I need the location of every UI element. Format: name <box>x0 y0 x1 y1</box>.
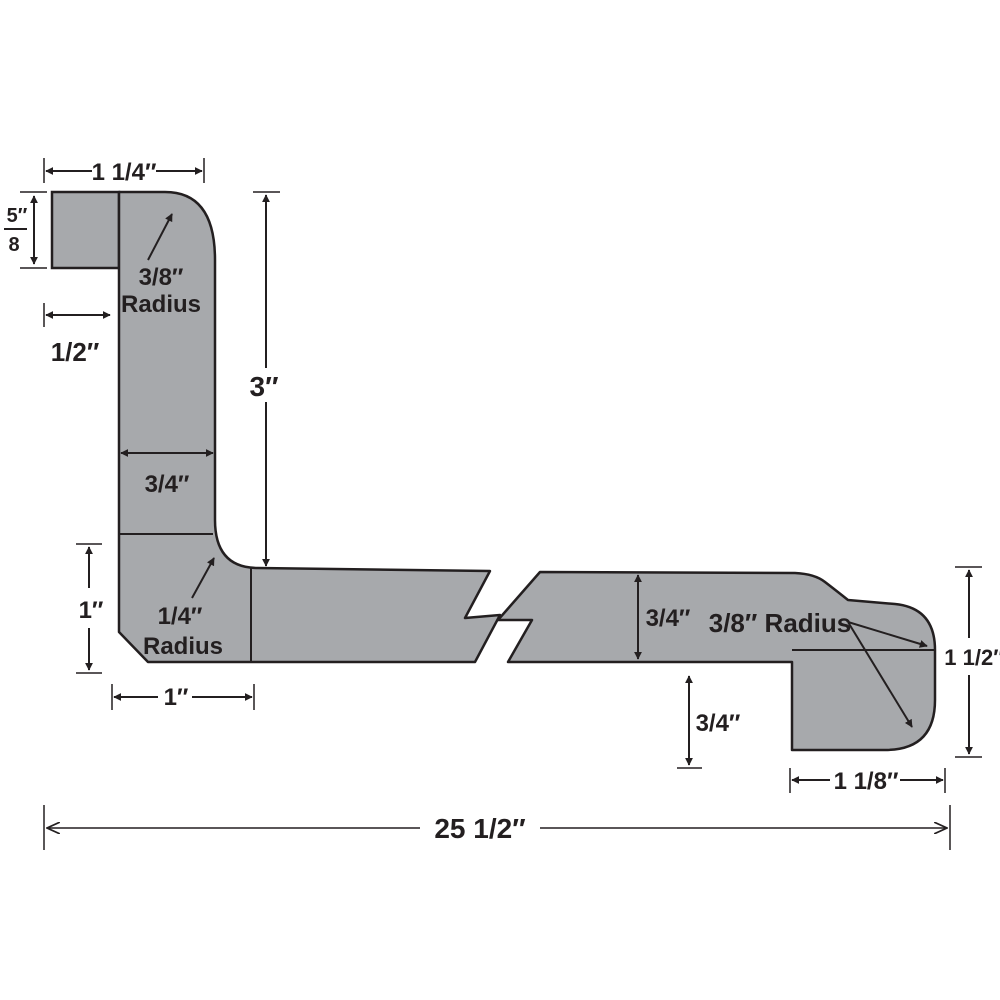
dim-end-height: 1 1/2″ <box>944 566 1000 758</box>
dim-tab-offset: 1/2″ <box>43 303 111 367</box>
dim-end-width: 1 1/8″ <box>789 768 946 795</box>
label-foot-height: 1″ <box>79 597 104 624</box>
label-tab-offset: 1/2″ <box>51 337 100 367</box>
label-leg-width: 3/4″ <box>145 471 190 498</box>
part-profile <box>50 190 937 752</box>
vertical-leg <box>117 190 502 664</box>
label-inner-radius-word: Radius <box>143 633 223 660</box>
label-end-radius: 3/8″ Radius <box>709 608 852 638</box>
dim-leg-height: 3″ <box>250 191 280 567</box>
callout-inner-radius: 1/4″ Radius <box>143 557 223 660</box>
dim-shelf-thickness: 3/4″ <box>634 574 691 660</box>
label-tab-height-numerator: 5″ <box>7 205 28 227</box>
callout-end-radius: 3/8″ Radius <box>709 608 928 728</box>
label-foot-width: 1″ <box>164 684 189 711</box>
label-total-length: 25 1/2″ <box>434 813 525 844</box>
dim-end-offset: 3/4″ <box>677 675 741 769</box>
top-tab <box>50 190 121 270</box>
label-tab-height-denominator: 8 <box>8 234 19 256</box>
dim-foot-height: 1″ <box>76 543 104 674</box>
dim-leg-width: 3/4″ <box>120 449 214 498</box>
label-top-width: 1 1/4″ <box>92 159 157 186</box>
label-end-offset: 3/4″ <box>696 710 741 737</box>
dim-foot-width: 1″ <box>111 684 255 711</box>
label-top-radius-value: 3/8″ <box>139 264 184 291</box>
dim-tab-height: 5″ 8 <box>4 191 47 269</box>
dim-top-width: 1 1/4″ <box>43 158 205 186</box>
label-leg-height: 3″ <box>250 371 279 402</box>
label-top-radius-word: Radius <box>121 291 201 318</box>
label-shelf-thickness: 3/4″ <box>646 605 691 632</box>
label-end-width: 1 1/8″ <box>834 768 899 795</box>
label-end-height: 1 1/2″ <box>944 645 1000 670</box>
dim-total-length: 25 1/2″ <box>43 805 951 850</box>
label-inner-radius-value: 1/4″ <box>158 603 203 630</box>
shelf-end <box>496 570 937 752</box>
callout-top-radius: 3/8″ Radius <box>121 213 201 318</box>
